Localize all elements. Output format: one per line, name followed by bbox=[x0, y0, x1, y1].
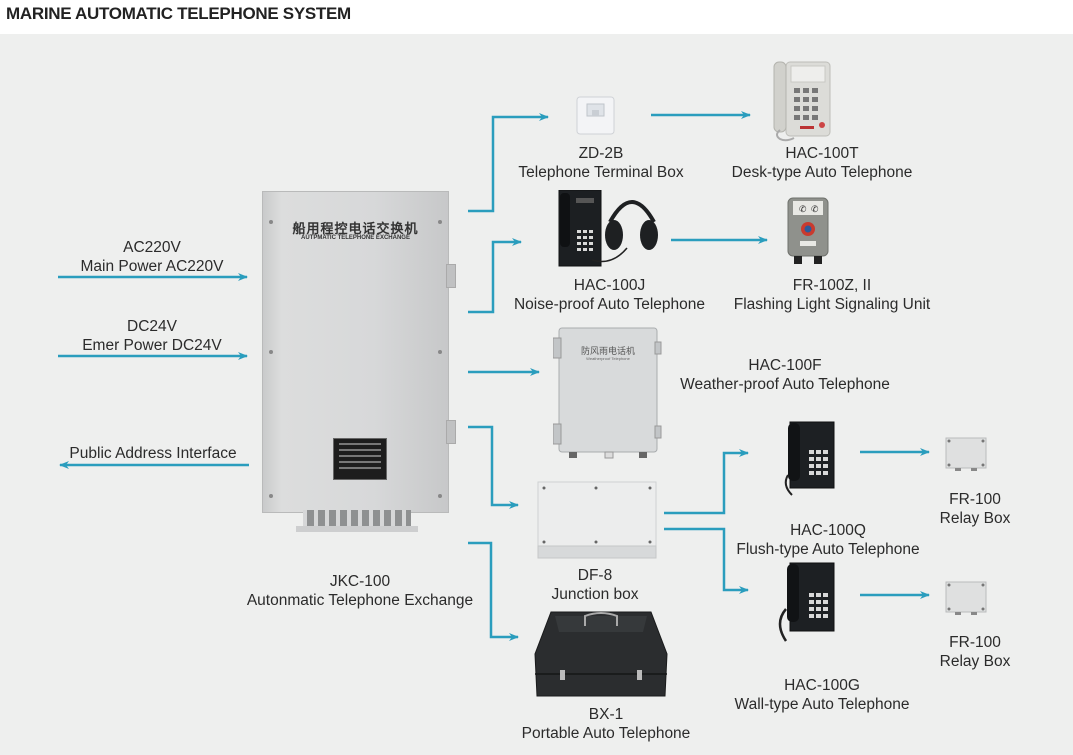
main-power-label: AC220V Main Power AC220V bbox=[52, 238, 252, 276]
terminal-box-image bbox=[576, 96, 615, 135]
hac100q-model: HAC-100Q bbox=[790, 522, 866, 539]
emer-power-name: Emer Power DC24V bbox=[82, 337, 222, 354]
exchange-vents bbox=[303, 510, 411, 530]
main-power-voltage: AC220V bbox=[123, 239, 181, 256]
hac100f-model: HAC-100F bbox=[748, 357, 822, 374]
public-address-text: Public Address Interface bbox=[69, 445, 237, 462]
relay-box-image bbox=[945, 581, 987, 615]
relay2-name: Relay Box bbox=[939, 653, 1011, 670]
fr100z-model: FR-100Z, II bbox=[792, 277, 872, 294]
df8-name: Junction box bbox=[551, 586, 639, 603]
hac100t-name: Desk-type Auto Telephone bbox=[731, 164, 913, 181]
flush-telephone-image bbox=[784, 421, 835, 496]
df8-model: DF-8 bbox=[577, 567, 613, 584]
hac100g-label: HAC-100G Wall-type Auto Telephone bbox=[722, 676, 922, 714]
exchange-panel-en: AUTPMATIC TELEPHONE EXCHANGE bbox=[301, 235, 410, 241]
fr100z-label: FR-100Z, II Flashing Light Signaling Uni… bbox=[722, 276, 942, 314]
hac100f-label: HAC-100F Weather-proof Auto Telephone bbox=[665, 356, 905, 394]
bx1-model: BX-1 bbox=[588, 706, 624, 723]
df8-label: DF-8 Junction box bbox=[530, 566, 660, 604]
fr100z-name: Flashing Light Signaling Unit bbox=[733, 296, 931, 313]
relay1-model: FR-100 bbox=[949, 491, 1001, 508]
bx1-label: BX-1 Portable Auto Telephone bbox=[506, 705, 706, 743]
hac100t-label: HAC-100T Desk-type Auto Telephone bbox=[722, 144, 922, 182]
hac100g-model: HAC-100G bbox=[784, 677, 860, 694]
exchange-panel-zh: 船用程控电话交换机 bbox=[292, 221, 419, 236]
hac100j-label: HAC-100J Noise-proof Auto Telephone bbox=[497, 276, 722, 314]
relay2-model: FR-100 bbox=[949, 634, 1001, 651]
wall-telephone-image bbox=[778, 562, 835, 642]
zd2b-name: Telephone Terminal Box bbox=[518, 164, 684, 181]
weather-proof-telephone-image: 防风雨电话机 Weatherproof Telephone bbox=[552, 326, 663, 460]
junction-box-image bbox=[537, 481, 657, 559]
exchange-cabinet-image: 船用程控电话交换机 AUTPMATIC TELEPHONE EXCHANGE bbox=[262, 191, 456, 513]
exchange-label: JKC-100 Autonmatic Telephone Exchange bbox=[230, 572, 490, 610]
relay2-label: FR-100 Relay Box bbox=[925, 633, 1025, 671]
hac100g-name: Wall-type Auto Telephone bbox=[734, 696, 910, 713]
hac100q-name: Flush-type Auto Telephone bbox=[736, 541, 920, 558]
svg-text:✆: ✆ bbox=[799, 204, 807, 214]
hac100f-panel-zh: 防风雨电话机 bbox=[580, 346, 635, 356]
emer-power-voltage: DC24V bbox=[127, 318, 177, 335]
relay1-label: FR-100 Relay Box bbox=[925, 490, 1025, 528]
exchange-nameplate bbox=[333, 438, 387, 480]
hac100j-model: HAC-100J bbox=[573, 277, 646, 294]
noise-proof-telephone-image bbox=[558, 190, 658, 267]
zd2b-label: ZD-2B Telephone Terminal Box bbox=[506, 144, 696, 182]
public-address-label: Public Address Interface bbox=[58, 444, 248, 463]
exchange-name: Autonmatic Telephone Exchange bbox=[246, 592, 474, 609]
desk-telephone-image bbox=[773, 61, 831, 142]
hac100q-label: HAC-100Q Flush-type Auto Telephone bbox=[722, 521, 934, 559]
zd2b-model: ZD-2B bbox=[578, 145, 624, 162]
relay-box-image bbox=[945, 437, 987, 471]
hac100f-panel-en: Weatherproof Telephone bbox=[586, 356, 630, 361]
svg-text:✆: ✆ bbox=[811, 204, 819, 214]
relay1-name: Relay Box bbox=[939, 510, 1011, 527]
hac100f-name: Weather-proof Auto Telephone bbox=[680, 376, 890, 393]
flashing-light-unit-image: ✆✆ bbox=[787, 197, 829, 264]
hac100t-model: HAC-100T bbox=[785, 145, 859, 162]
bx1-name: Portable Auto Telephone bbox=[521, 725, 691, 742]
exchange-base bbox=[296, 526, 418, 532]
portable-telephone-case-image bbox=[534, 611, 668, 697]
exchange-model: JKC-100 bbox=[329, 573, 391, 590]
emer-power-label: DC24V Emer Power DC24V bbox=[52, 317, 252, 355]
hac100j-name: Noise-proof Auto Telephone bbox=[513, 296, 706, 313]
main-power-name: Main Power AC220V bbox=[80, 258, 224, 275]
page-title: MARINE AUTOMATIC TELEPHONE SYSTEM bbox=[6, 4, 351, 23]
